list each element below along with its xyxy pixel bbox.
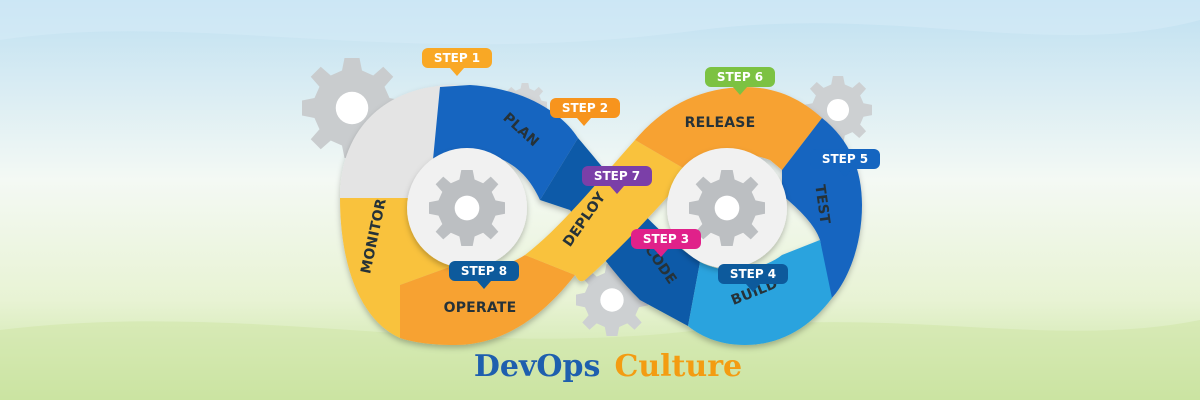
svg-text:STEP 6: STEP 6	[717, 70, 763, 84]
step-badge-7: STEP 7	[582, 166, 652, 194]
svg-text:STEP 1: STEP 1	[434, 51, 480, 65]
background-wave-top	[0, 0, 1200, 45]
step-badge-4: STEP 4	[718, 264, 788, 292]
step-badge-1: STEP 1	[422, 48, 492, 76]
label-release: RELEASE	[685, 115, 756, 131]
svg-text:STEP 7: STEP 7	[594, 169, 640, 183]
label-test: TEST	[811, 184, 832, 226]
title-part-devops: DevOps	[474, 349, 601, 384]
step-badge-5: STEP 5	[810, 149, 880, 177]
step-badge-6: STEP 6	[705, 67, 775, 95]
background-wave-bottom	[0, 320, 1200, 400]
svg-text:STEP 4: STEP 4	[730, 267, 776, 281]
svg-text:STEP 3: STEP 3	[643, 232, 689, 246]
step-badge-3: STEP 3	[631, 229, 701, 257]
segment-release	[635, 87, 822, 172]
segment-build	[688, 240, 832, 345]
svg-text:STEP 2: STEP 2	[562, 101, 608, 115]
step-badge-2: STEP 2	[550, 98, 620, 126]
segment-operate	[400, 255, 575, 345]
step-badge-8: STEP 8	[449, 261, 519, 289]
gear-icon	[429, 170, 505, 246]
page-title: DevOps Culture	[474, 349, 742, 384]
title-part-culture: Culture	[614, 349, 742, 384]
label-operate: OPERATE	[444, 300, 517, 316]
segment-plan	[432, 85, 578, 200]
infinity-loop	[340, 85, 862, 345]
svg-text:STEP 8: STEP 8	[461, 264, 507, 278]
svg-text:STEP 5: STEP 5	[822, 152, 868, 166]
segment-monitor	[340, 198, 455, 338]
